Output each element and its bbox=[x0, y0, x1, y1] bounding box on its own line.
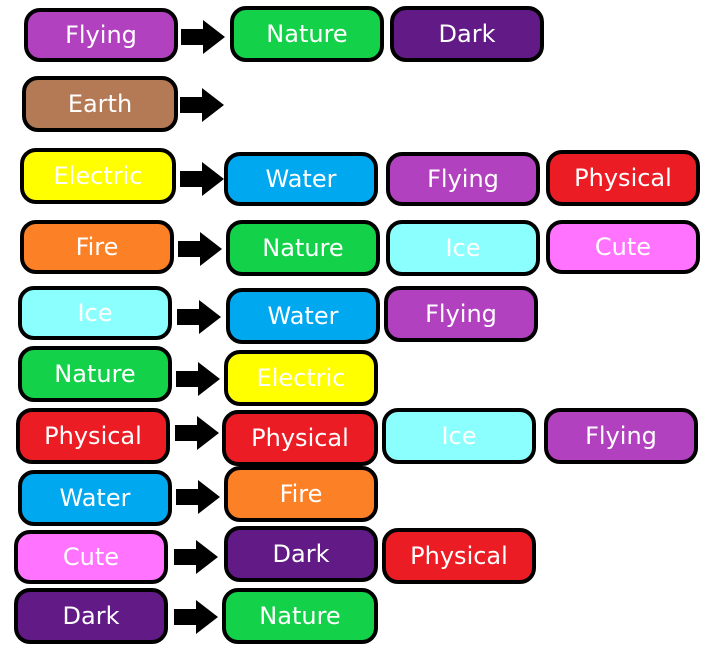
arrow-icon bbox=[175, 416, 219, 450]
source-pill: Ice bbox=[18, 286, 172, 340]
target-pill: Electric bbox=[224, 350, 378, 406]
source-pill: Physical bbox=[16, 408, 170, 464]
target-pill: Nature bbox=[222, 588, 378, 644]
arrow-icon bbox=[180, 88, 224, 122]
source-pill: Earth bbox=[22, 76, 178, 132]
target-pill: Nature bbox=[230, 6, 384, 62]
target-pill: Fire bbox=[224, 466, 378, 522]
source-pill: Electric bbox=[20, 148, 176, 204]
arrow-icon bbox=[176, 480, 220, 514]
arrow-icon bbox=[180, 162, 224, 196]
target-pill: Dark bbox=[224, 526, 378, 582]
target-pill: Ice bbox=[382, 408, 536, 464]
source-pill: Fire bbox=[20, 220, 174, 274]
target-pill: Flying bbox=[544, 408, 698, 464]
target-pill: Water bbox=[226, 288, 380, 344]
target-pill: Physical bbox=[382, 528, 536, 584]
arrow-icon bbox=[176, 362, 220, 396]
arrow-icon bbox=[178, 232, 222, 266]
source-pill: Cute bbox=[14, 530, 168, 584]
target-pill: Flying bbox=[386, 152, 540, 206]
target-pill: Physical bbox=[222, 410, 378, 466]
target-pill: Ice bbox=[386, 220, 540, 276]
arrow-icon bbox=[181, 20, 225, 54]
target-pill: Nature bbox=[226, 220, 380, 276]
arrow-icon bbox=[174, 540, 218, 574]
source-pill: Dark bbox=[14, 588, 168, 644]
target-pill: Physical bbox=[546, 150, 700, 206]
target-pill: Cute bbox=[546, 220, 700, 274]
target-pill: Flying bbox=[384, 286, 538, 342]
arrow-icon bbox=[177, 300, 221, 334]
source-pill: Nature bbox=[18, 346, 172, 402]
target-pill: Dark bbox=[390, 6, 544, 62]
source-pill: Water bbox=[18, 470, 172, 526]
source-pill: Flying bbox=[24, 8, 178, 62]
target-pill: Water bbox=[224, 152, 378, 206]
arrow-icon bbox=[174, 600, 218, 634]
